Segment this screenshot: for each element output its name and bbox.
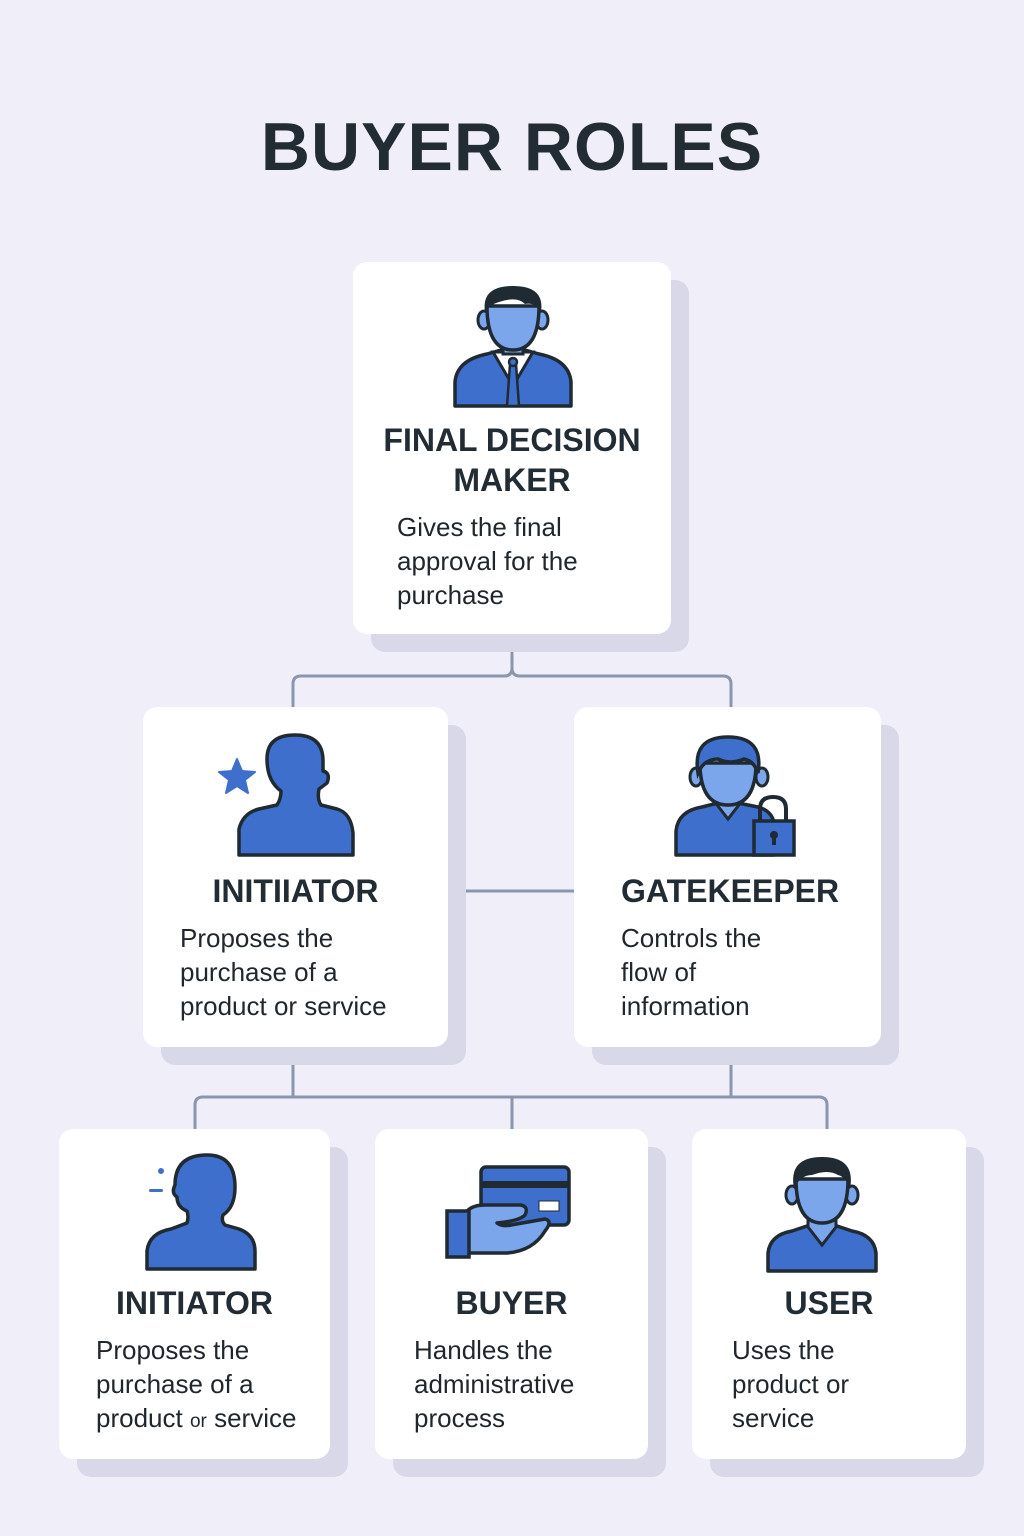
person-padlock-icon bbox=[674, 735, 796, 857]
person-star-icon bbox=[218, 733, 355, 857]
desc-line: service bbox=[206, 1403, 297, 1433]
card-initiator-top: INITIIATOR Proposes the purchase of a pr… bbox=[143, 707, 448, 1047]
hand-credit-card-icon bbox=[445, 1165, 571, 1259]
connector-fdm-down bbox=[291, 634, 514, 707]
role-title: INITIATOR bbox=[115, 1285, 274, 1321]
role-title-line2: MAKER bbox=[453, 462, 571, 498]
role-description: Proposes the purchase of a product or se… bbox=[180, 923, 387, 1021]
desc-small-or: or bbox=[189, 1411, 207, 1432]
page-title: BUYER ROLES bbox=[260, 109, 764, 185]
connector-fdm-right bbox=[510, 667, 733, 707]
card-user: USER Uses the product or service bbox=[692, 1129, 966, 1459]
desc-line: Proposes the bbox=[96, 1335, 250, 1365]
role-description: Uses the product or service bbox=[732, 1335, 850, 1433]
card-initiator-bottom: INITIATOR Proposes the purchase of a pro… bbox=[59, 1129, 330, 1459]
role-description: Proposes the purchase of a product or se… bbox=[96, 1333, 296, 1439]
role-title: INITIIATOR bbox=[212, 873, 379, 909]
desc-line: purchase of a bbox=[96, 1369, 254, 1399]
role-title: FINAL DECISION bbox=[383, 422, 641, 458]
person-silhouette-icon bbox=[145, 1153, 257, 1271]
desc-line: product bbox=[96, 1403, 190, 1433]
card-buyer: BUYER Handles the administrative process bbox=[375, 1129, 648, 1459]
card-gatekeeper: GATEKEEPER Controls the flow of informat… bbox=[574, 707, 881, 1047]
role-title: GATEKEEPER bbox=[621, 873, 840, 909]
businessman-tie-icon bbox=[453, 286, 573, 408]
role-title: USER bbox=[784, 1285, 874, 1321]
person-user-icon bbox=[766, 1157, 878, 1273]
card-final-decision-maker: FINAL DECISION MAKER Gives the final app… bbox=[353, 262, 671, 634]
role-description: Handles the administrative process bbox=[414, 1335, 575, 1433]
role-title: BUYER bbox=[455, 1285, 568, 1321]
role-description: Gives the final approval for the purchas… bbox=[397, 512, 578, 610]
role-description: Controls the flow of information bbox=[621, 923, 762, 1021]
